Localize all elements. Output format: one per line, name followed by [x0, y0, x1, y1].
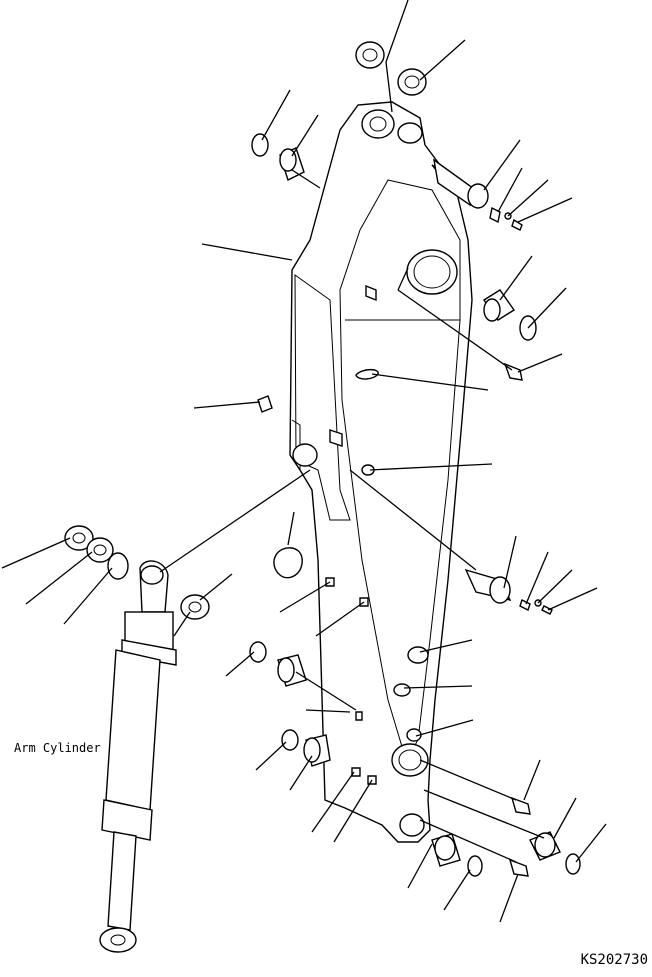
- arm-body: [289, 101, 473, 843]
- arm-cylinder-label: Arm Cylinder: [14, 741, 101, 755]
- loose-parts: [64, 41, 581, 877]
- leader-lines: [1, 0, 607, 923]
- arm-cylinder: [99, 560, 177, 953]
- drawing-code-label: KS202730: [580, 952, 648, 968]
